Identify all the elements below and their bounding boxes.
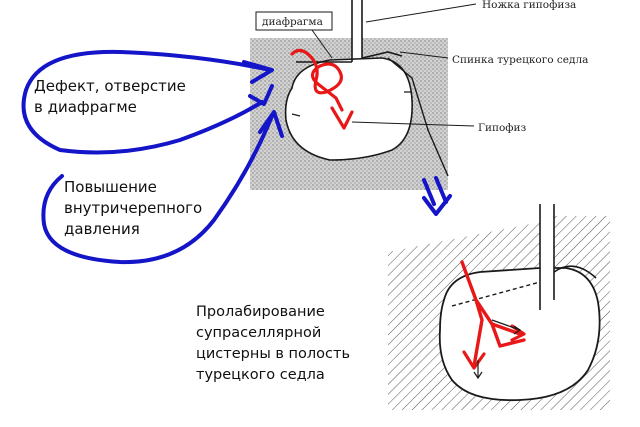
icp-text-2: внутричерепного — [64, 199, 202, 217]
blue-double-arrow — [422, 176, 452, 216]
prolapse-text-3: цистерны в полость — [196, 346, 350, 362]
dorsum-label: Спинка турецкого седла — [452, 54, 588, 66]
sella-prolapse — [388, 204, 610, 410]
diaphragm-dashed — [451, 281, 541, 307]
blue-arrows — [21, 49, 452, 265]
stalk-label: Ножка гипофиза — [482, 0, 576, 11]
sella-cavity-top — [284, 57, 413, 161]
sella-normal: диафрагма Ножка гипофиза Спинка турецког… — [250, 0, 588, 190]
pituitary-stalk-top — [351, 0, 363, 62]
pituitary-stalk-bottom — [540, 204, 554, 314]
dorsum-sellae — [361, 51, 403, 59]
defect-text-1: Дефект, отверстие — [34, 77, 186, 95]
prolapse-text-2: супраселлярной — [196, 325, 321, 341]
red-defect-arrow — [290, 48, 344, 112]
blue-arrow-icp — [41, 114, 274, 265]
icp-text-3: давления — [64, 220, 140, 238]
blue-arrow-defect — [21, 49, 272, 155]
diaphragm-label: диафрагма — [262, 16, 323, 28]
defect-text-2: в диафрагме — [34, 98, 137, 116]
prolapse-text-1: Пролабирование — [196, 304, 325, 320]
annotations: Дефект, отверстие в диафрагме Повышение … — [34, 77, 350, 383]
diaphragm-label-box — [255, 11, 333, 31]
hypophysis-label: Гипофиз — [478, 122, 526, 134]
red-prolapse-arrows — [460, 260, 526, 368]
clivus-line — [387, 57, 449, 177]
icp-text-1: Повышение — [64, 178, 157, 196]
prolapse-text-4: турецкого седла — [196, 367, 325, 383]
